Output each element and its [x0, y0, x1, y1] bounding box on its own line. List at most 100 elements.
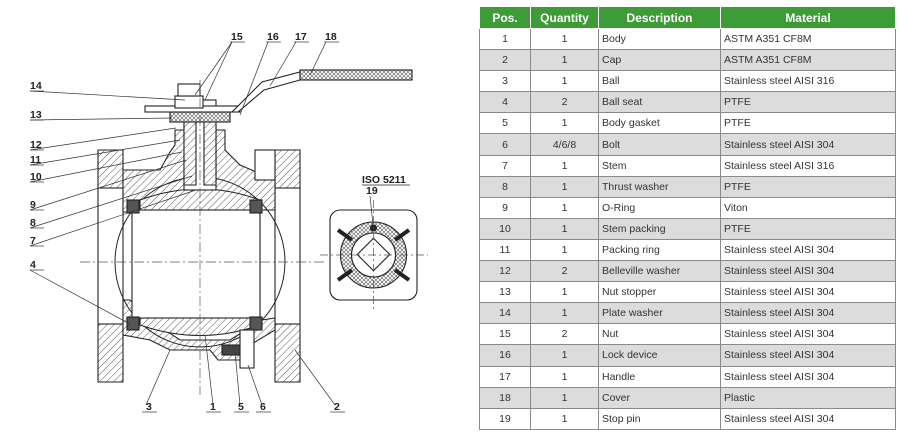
callout-13: 13 [30, 109, 42, 121]
cell-quantity: 1 [530, 281, 599, 304]
cell-pos: 10 [479, 217, 531, 240]
cell-quantity: 1 [530, 175, 599, 198]
cell-quantity: 1 [530, 365, 599, 388]
cell-material: Viton [720, 196, 896, 219]
cell-material: Plastic [720, 386, 896, 409]
col-header-quantity: Quantity [530, 6, 599, 29]
cell-quantity: 2 [530, 260, 599, 283]
cell-material: PTFE [720, 112, 896, 135]
cell-material: ASTM A351 CF8M [720, 49, 896, 72]
cell-description: Nut stopper [598, 281, 721, 304]
cell-description: Stem packing [598, 217, 721, 240]
cell-description: O-Ring [598, 196, 721, 219]
cell-description: Stop pin [598, 407, 721, 430]
cell-pos: 3 [479, 70, 531, 93]
cell-pos: 12 [479, 260, 531, 283]
cell-description: Body [598, 27, 721, 51]
cell-material: PTFE [720, 91, 896, 114]
callout-5: 5 [238, 401, 244, 413]
cell-description: Thrust washer [598, 175, 721, 198]
cell-material: PTFE [720, 175, 896, 198]
callout-12: 12 [30, 139, 42, 151]
cell-material: Stainless steel AISI 304 [720, 344, 896, 367]
callout-19: 19 [366, 185, 378, 197]
cell-material: Stainless steel AISI 304 [720, 302, 896, 325]
cell-pos: 1 [479, 27, 531, 51]
callout-14: 14 [30, 80, 42, 92]
callout-10: 10 [30, 171, 42, 183]
handle-assembly [230, 69, 413, 113]
cell-quantity: 1 [530, 70, 599, 93]
cell-quantity: 2 [530, 91, 599, 114]
cell-description: Ball seat [598, 91, 721, 114]
cell-pos: 4 [479, 91, 531, 114]
cell-material: Stainless steel AISI 304 [720, 407, 896, 430]
cell-quantity: 1 [530, 344, 599, 367]
callout-18: 18 [325, 31, 337, 43]
cell-pos: 14 [479, 302, 531, 325]
cell-description: Packing ring [598, 238, 721, 262]
cell-quantity: 1 [530, 386, 599, 409]
iso-standard-label: ISO 5211 [362, 174, 406, 186]
col-header-description: Description [598, 6, 721, 29]
cell-material: Stainless steel AISI 316 [720, 70, 896, 93]
valve-body-section [97, 83, 301, 383]
cell-pos: 17 [479, 365, 531, 388]
callout-17: 17 [295, 31, 307, 43]
cell-description: Cover [598, 386, 721, 409]
cell-material: Stainless steel AISI 304 [720, 133, 896, 156]
centre-lines [80, 80, 325, 395]
cell-material: Stainless steel AISI 316 [720, 154, 896, 177]
cell-quantity: 1 [530, 302, 599, 325]
cell-quantity: 1 [530, 112, 599, 135]
callout-6: 6 [260, 401, 266, 413]
callout-15: 15 [231, 31, 243, 43]
cell-pos: 6 [479, 133, 531, 156]
cell-material: Stainless steel AISI 304 [720, 238, 896, 262]
leader-lines [29, 41, 374, 406]
cell-pos: 19 [479, 407, 531, 430]
cell-pos: 2 [479, 49, 531, 72]
cell-description: Cap [598, 49, 721, 72]
cell-quantity: 1 [530, 196, 599, 219]
cell-description: Bolt [598, 133, 721, 156]
cell-material: Stainless steel AISI 304 [720, 323, 896, 346]
callout-2: 2 [334, 401, 340, 413]
callout-3: 3 [146, 401, 152, 413]
cell-material: PTFE [720, 217, 896, 240]
cell-quantity: 1 [530, 27, 599, 51]
callout-7: 7 [30, 235, 36, 247]
cell-description: Belleville washer [598, 260, 721, 283]
cell-pos: 13 [479, 281, 531, 304]
cell-pos: 5 [479, 112, 531, 135]
cell-description: Plate washer [598, 302, 721, 325]
cell-material: ASTM A351 CF8M [720, 27, 896, 51]
cell-description: Stem [598, 154, 721, 177]
callout-8: 8 [30, 217, 36, 229]
valve-section-drawing: ISO 5211 [29, 31, 428, 413]
callout-4: 4 [30, 259, 36, 271]
cell-material: Stainless steel AISI 304 [720, 281, 896, 304]
cell-pos: 9 [479, 196, 531, 219]
callout-9: 9 [30, 199, 36, 211]
cell-pos: 11 [479, 238, 531, 262]
